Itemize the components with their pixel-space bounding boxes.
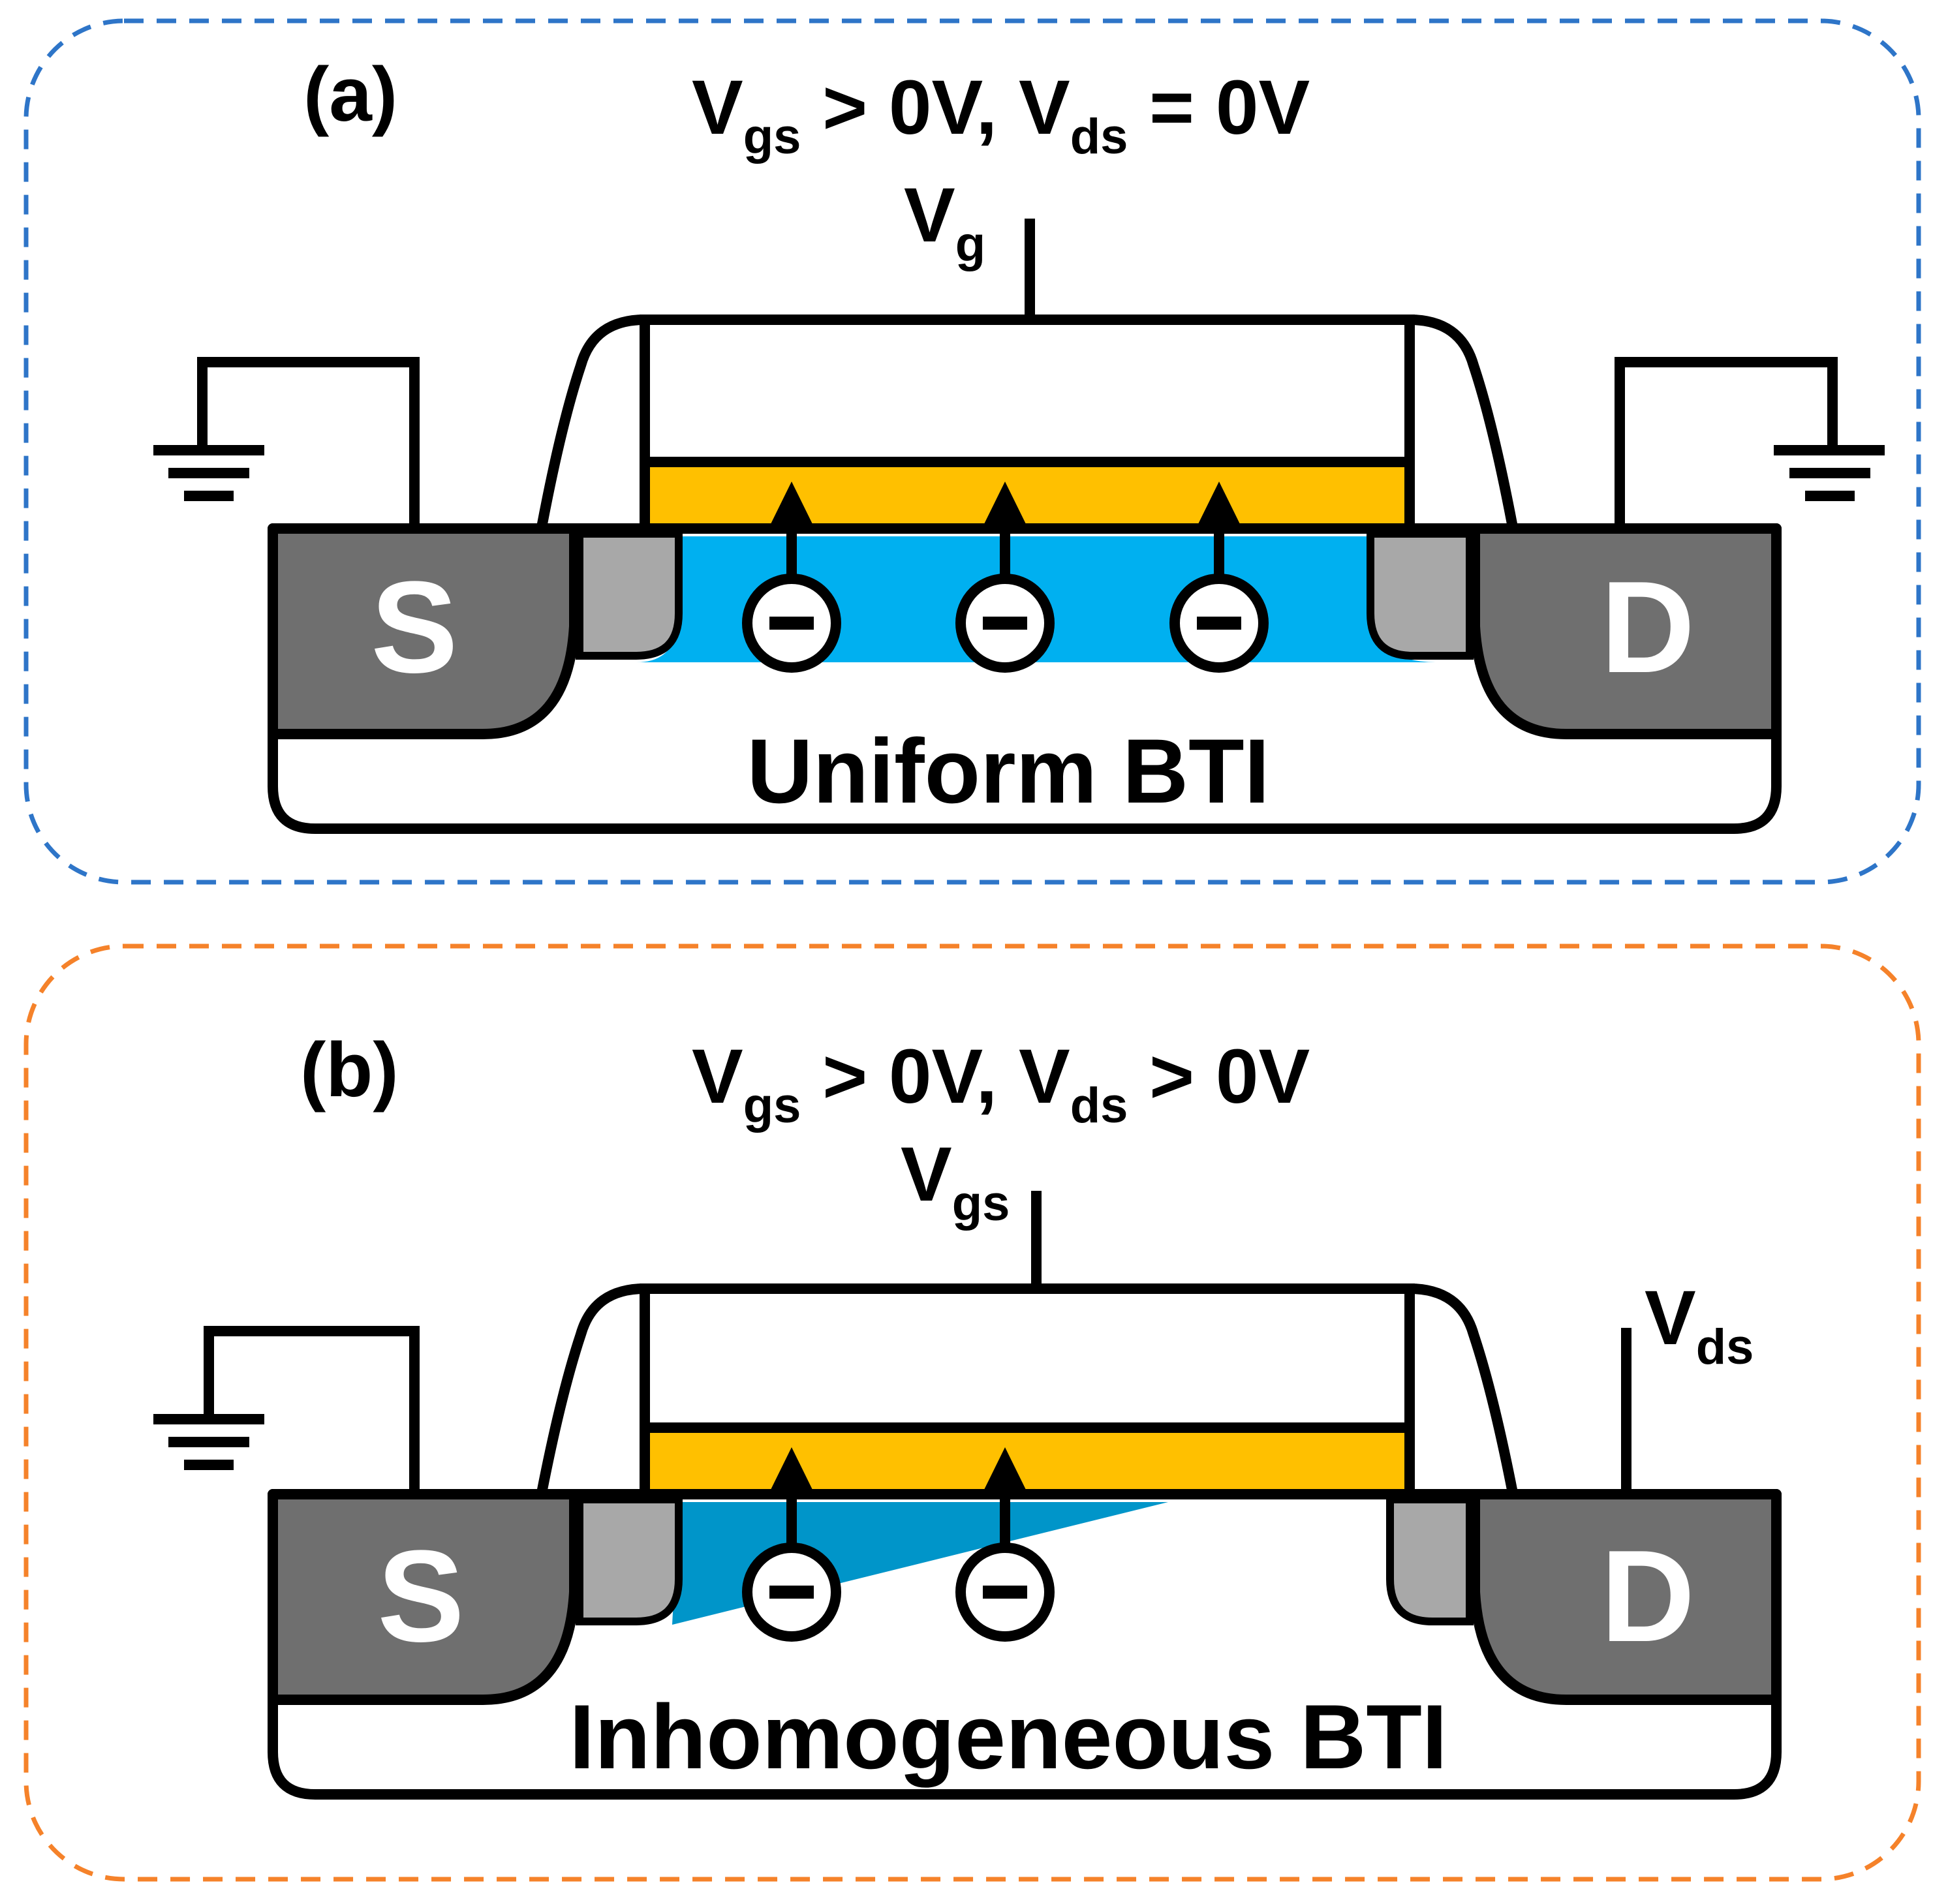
drain-label-a: D: [1601, 555, 1695, 700]
drain-label-b: D: [1601, 1524, 1695, 1669]
panel-b-border: [23, 944, 1921, 1882]
panel-a-trapped-charge-2: [955, 482, 1055, 673]
panel-b: (b) Vgs > 0V, Vds > 0V S D Vgs: [23, 944, 1921, 1882]
gate-electrode-b: [640, 1283, 1415, 1433]
spacer-left-b: [576, 1496, 683, 1625]
spacer-right-a: [1367, 530, 1474, 660]
panel-b-label: (b): [300, 1027, 399, 1113]
drain-terminal-label-b: Vds: [1645, 1275, 1754, 1375]
source-label-a: S: [371, 555, 457, 700]
gate-oxide-a: [640, 457, 1415, 534]
trapped-charges-a: [742, 482, 1269, 673]
panel-a-condition: Vgs > 0V, Vds = 0V: [692, 65, 1310, 164]
panel-b-trapped-charge-1: [742, 1447, 841, 1642]
sidewall-left-b: [536, 1283, 650, 1498]
source-label-b: S: [377, 1524, 464, 1669]
trapped-charges-b: [742, 1447, 1055, 1642]
panel-a: (a) Vgs > 0V, Vds = 0V S D Vg: [23, 18, 1921, 885]
sidewall-right-b: [1404, 1283, 1518, 1498]
sidewall-right-a: [1404, 315, 1518, 532]
ground-symbol-source-b: [153, 1326, 420, 1494]
panel-a-border: [23, 18, 1921, 885]
panel-a-label: (a): [303, 52, 397, 138]
gate-electrode-a: [640, 315, 1415, 467]
panel-a-trapped-charge-3: [1169, 482, 1269, 673]
ground-symbol-drain-a: [1615, 357, 1885, 529]
spacer-right-b: [1386, 1496, 1474, 1625]
panel-b-condition: Vgs > 0V, Vds > 0V: [692, 1034, 1310, 1133]
drain-region-a: [1470, 523, 1782, 739]
panel-b-trapped-charge-2: [955, 1447, 1055, 1642]
drain-region-b: [1470, 1489, 1782, 1705]
gate-terminal-label-a: Vg: [904, 172, 985, 272]
sidewall-left-a: [536, 315, 650, 532]
caption-a: Uniform BTI: [747, 720, 1269, 822]
panel-a-trapped-charge-1: [742, 482, 841, 673]
caption-b: Inhomogeneous BTI: [569, 1685, 1447, 1788]
gate-oxide-b: [640, 1422, 1415, 1499]
spacer-left-a: [576, 530, 683, 660]
source-region-b: [268, 1489, 580, 1705]
source-region-a: [268, 523, 580, 739]
gate-terminal-label-b: Vgs: [901, 1131, 1010, 1231]
ground-symbol-source-a: [153, 357, 420, 529]
